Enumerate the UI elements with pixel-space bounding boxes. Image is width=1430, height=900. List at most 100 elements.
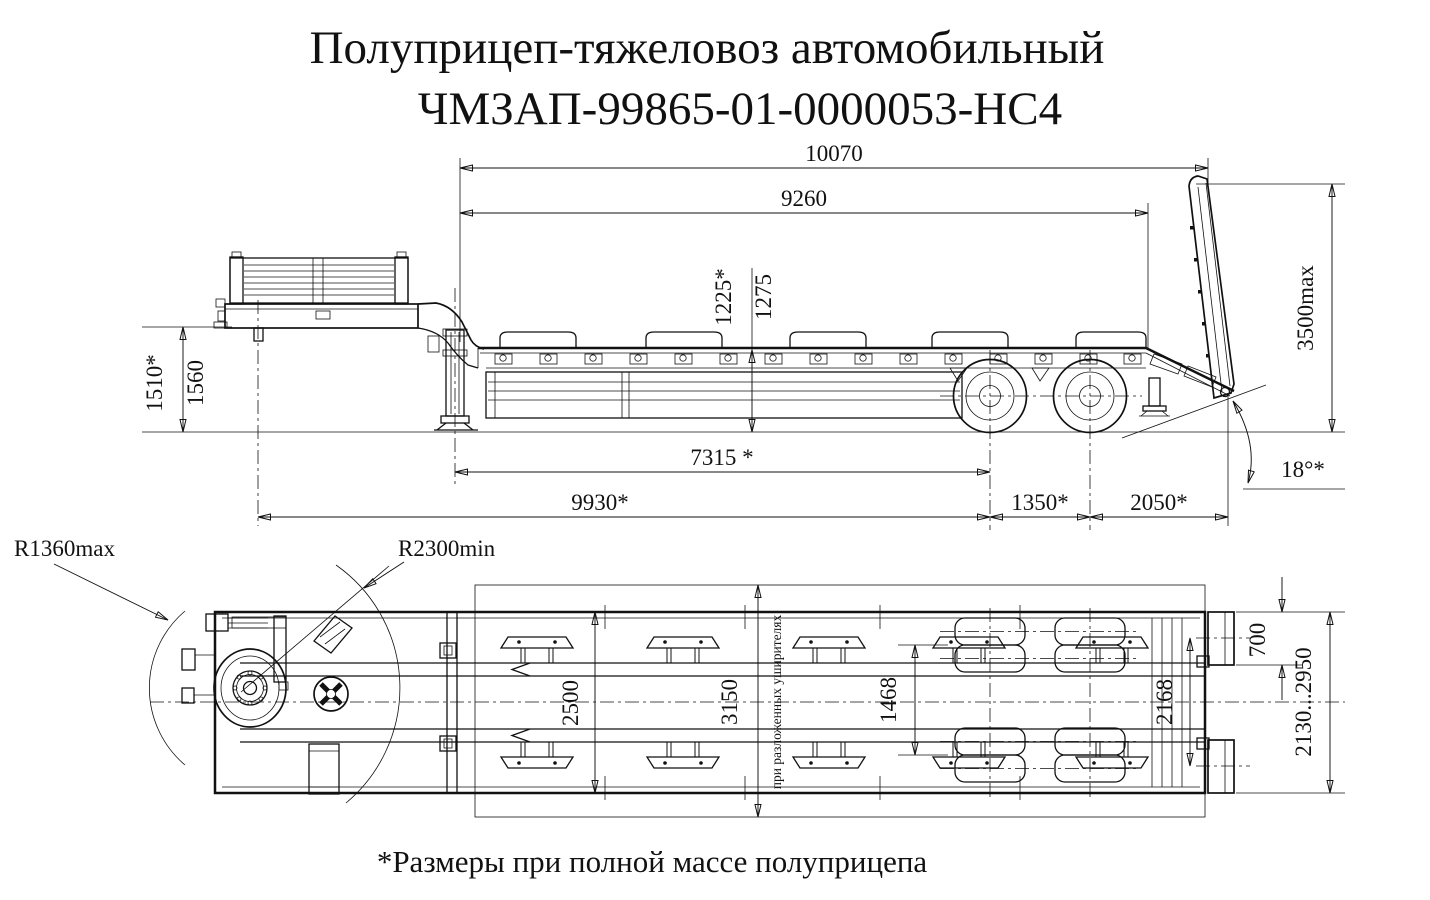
bolt [809,640,813,644]
crossmember-leg [840,647,846,664]
tie-down-bracket [1123,353,1142,365]
bolt [232,685,238,691]
dim-kingpin-to-axle: 9930* [571,490,629,515]
bolt [247,670,253,676]
tie-down-bracket [539,353,558,365]
bolt [809,761,813,765]
ramp-stack-divider [312,257,324,304]
dim-axle-to-rear: 2050* [1130,490,1188,515]
dim-ramp-angle: 18°* [1281,457,1325,482]
crossmember-leg [812,741,818,758]
ramp-cleat [1198,290,1202,294]
top-view-dimensions: 2500 3150 при разложенных уширителях 146… [14,536,1345,818]
ramp-plan-top [1207,611,1235,666]
ramp-hinge [1219,386,1231,398]
leader-r1360 [53,563,169,621]
dim-ramp-spacing-range: 2130...2950 [1291,647,1316,756]
hydraulic-tank [308,743,340,795]
beavertail-inner [1145,352,1231,397]
leg-foot-pad [440,415,470,424]
ramp-stack-tab [396,251,407,259]
front-step-detail [213,321,228,329]
tie-down-ring [724,354,732,362]
low-deck [477,331,1147,419]
crossmember-leg [548,647,554,664]
plan-body [213,610,1207,795]
tie-down-ring [994,354,1002,362]
leg-gearbox [427,335,440,353]
tie-down-ring [859,354,867,362]
neck-hinge-bracket-inner [443,738,453,749]
widener-left-cap [485,371,496,419]
suspension-hanger [949,367,968,382]
ramp-stack-left-cap [229,256,244,305]
ramp-clamp [1196,737,1210,750]
gooseneck-arm [231,616,287,629]
crossmember-leg [1123,647,1129,664]
tie-down-ring [769,354,777,362]
bolt [236,696,242,702]
bolt [236,674,242,680]
turntable-ring [236,674,264,702]
tie-down-bracket [494,353,513,365]
tie-down-ring [589,354,597,362]
dim-deck-width: 2500 [558,680,583,726]
neck-hinge-bracket-inner [443,645,453,656]
front-step-detail [217,310,226,322]
crossmember-flange [1074,756,1150,769]
kingpin-plan [242,680,258,696]
leg-foot-flare [434,422,478,431]
tie-down-ring [1128,354,1136,362]
bolt [949,640,953,644]
tie-down-bracket [899,353,918,365]
tie-down-bracket [854,353,873,365]
dim-ramp-width: 700 [1245,623,1270,658]
gooseneck-body [224,303,419,329]
wheel-cover-hump [789,331,867,348]
bolt [845,761,849,765]
dim-coupling-height-laden: 1510* [142,354,167,412]
bolt [517,761,521,765]
ramp-inner-line [1197,186,1223,393]
wheel-cover-hump [1075,331,1147,348]
beam-point [510,662,531,677]
crossmember-leg [666,741,672,758]
front-bumper-detail [181,687,195,704]
crossmember-flange [931,756,1007,769]
gooseneck-strip [273,615,287,683]
tie-down-ring [904,354,912,362]
tie-down-ring [679,354,687,362]
bolt [1128,761,1132,765]
dim-coupling-height: 1560 [183,360,208,406]
drawing-model-number: ЧМЗАП-99865-01-0000053-НС4 [418,83,1062,135]
crossmember-leg [548,741,554,758]
wheel-cover-hump [645,331,723,348]
wheel-cover-hump [499,331,577,348]
bolt [985,640,989,644]
dim-platform-length: 9260 [781,186,827,211]
bolt [699,761,703,765]
stowed-equipment [313,615,353,654]
dim-support-to-axle: 7315 * [690,445,753,470]
tie-down-bracket [629,353,648,365]
turntable-ring [220,655,280,721]
crossmember-leg [694,741,700,758]
beavertail-plate [1149,353,1183,375]
front-step-detail [215,298,226,308]
hand-winch [313,676,349,712]
radius-line-r2300 [240,565,390,693]
dim-width-with-extensions: 3150 [717,679,742,725]
dim-ramp-track: 2168 [1152,679,1177,725]
extensions-note: при разложенных уширителях [769,614,784,789]
tie-down-ring [1084,354,1092,362]
drawing-title: Полуприцеп-тяжеловоз автомобильный [310,22,1105,74]
bolt [699,640,703,644]
gooseneck-ramp-stack [229,251,409,305]
bolt [517,640,521,644]
crossmember-flange [499,756,575,769]
rear-support-foot [1142,405,1167,412]
bolt [553,640,557,644]
crossmember-leg [1095,647,1101,664]
tie-down-bracket [1079,353,1098,365]
